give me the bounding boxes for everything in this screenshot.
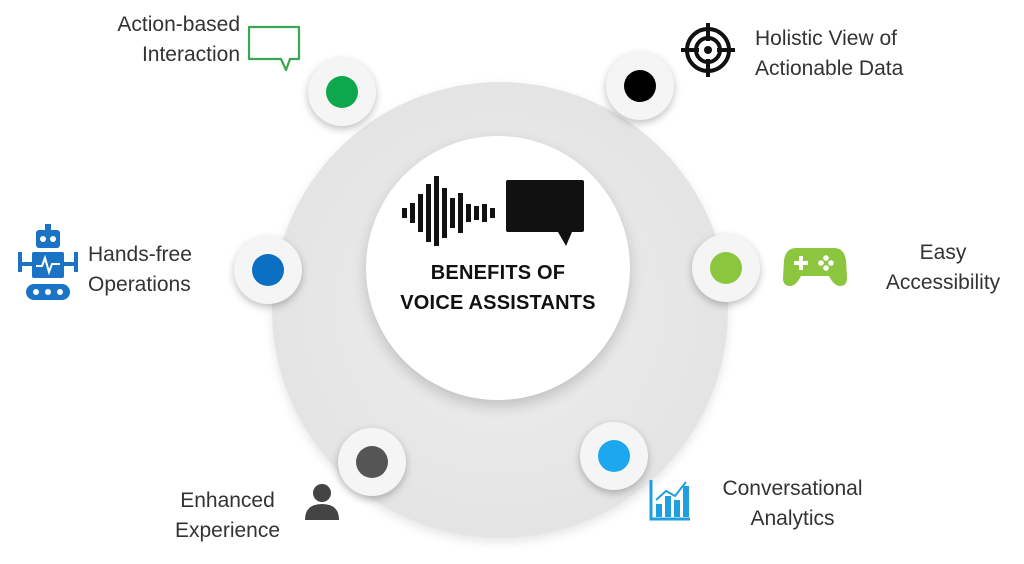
label-line-1: Conversational: [722, 477, 863, 500]
node-easy-accessibility: [692, 234, 760, 302]
dot-green: [326, 76, 358, 108]
bar-chart-icon: [649, 480, 690, 521]
gamepad-icon: [783, 248, 847, 286]
hub-title: BENEFITS OF VOICE ASSISTANTS: [366, 258, 630, 318]
center-hub: [366, 136, 630, 400]
node-hands-free-operations: [234, 236, 302, 304]
label-holistic-view: Holistic View of Actionable Data: [755, 24, 945, 84]
robot-icon: [18, 224, 78, 300]
label-conversational-analytics: Conversational Analytics: [705, 474, 880, 534]
label-easy-accessibility: Easy Accessibility: [868, 238, 1018, 298]
label-line-1: Enhanced: [180, 489, 275, 512]
label-line-2: Actionable Data: [755, 57, 904, 80]
node-holistic-view: [606, 52, 674, 120]
hub-title-line-1: BENEFITS OF: [430, 262, 566, 284]
label-action-based-interaction: Action-based Interaction: [90, 10, 240, 70]
label-enhanced-experience: Enhanced Experience: [150, 486, 305, 546]
hub-graphic: [402, 176, 584, 246]
label-line-2: Experience: [174, 519, 281, 542]
sound-wave-icon: [402, 176, 495, 246]
label-line-2: Analytics: [750, 507, 835, 530]
label-line-2: Interaction: [141, 43, 240, 66]
label-line-2: Operations: [88, 273, 191, 296]
label-line-2: Accessibility: [885, 271, 1001, 294]
dot-lime: [710, 252, 742, 284]
node-action-based-interaction: [308, 58, 376, 126]
dot-gray: [356, 446, 388, 478]
node-conversational-analytics: [580, 422, 648, 490]
speech-bubble-icon: [506, 180, 584, 246]
label-line-1: Hands-free: [88, 243, 192, 266]
dot-blue: [252, 254, 284, 286]
label-line-1: Action-based: [117, 13, 240, 36]
target-crosshair-icon: [681, 23, 735, 77]
label-line-1: Easy: [919, 241, 967, 264]
label-line-1: Holistic View of: [755, 27, 897, 50]
dot-black: [624, 70, 656, 102]
user-icon: [305, 484, 339, 520]
hub-title-line-2: VOICE ASSISTANTS: [400, 292, 596, 314]
label-hands-free-operations: Hands-free Operations: [88, 240, 218, 300]
node-enhanced-experience: [338, 428, 406, 496]
dot-sky-blue: [598, 440, 630, 472]
chat-bubble-outline-icon: [247, 25, 301, 72]
